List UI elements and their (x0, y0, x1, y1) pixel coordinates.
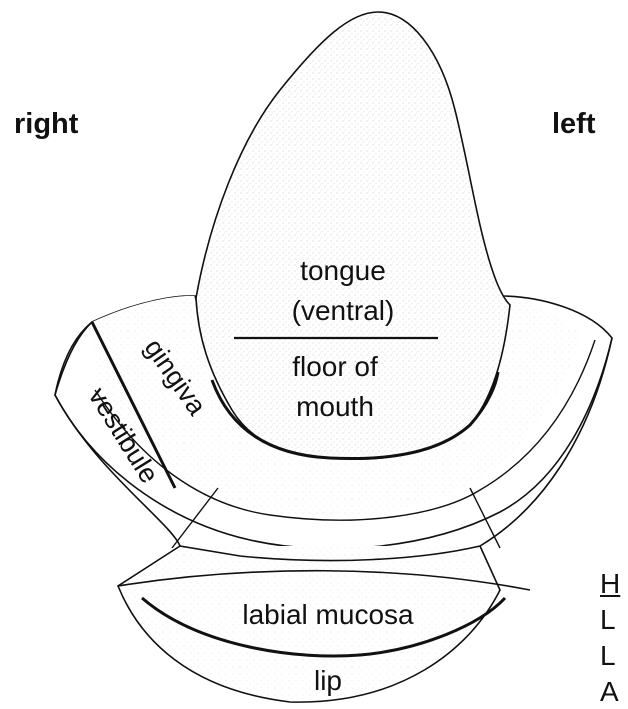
lip-label: lip (314, 665, 342, 696)
floor-label-line1: floor of (292, 351, 378, 382)
tongue-label-line1: tongue (300, 255, 386, 286)
tongue-label-line2: (ventral) (292, 295, 395, 326)
floor-label-line2: mouth (296, 391, 374, 422)
right-side-label: right (14, 108, 78, 141)
cut-off-text-3: L (600, 642, 616, 670)
cut-off-text-1: H (600, 570, 620, 598)
cut-off-text-4: A (600, 678, 619, 706)
cut-off-text-2: L (600, 606, 616, 634)
left-side-label: left (552, 108, 596, 141)
labial-mucosa-label: labial mucosa (242, 599, 414, 630)
